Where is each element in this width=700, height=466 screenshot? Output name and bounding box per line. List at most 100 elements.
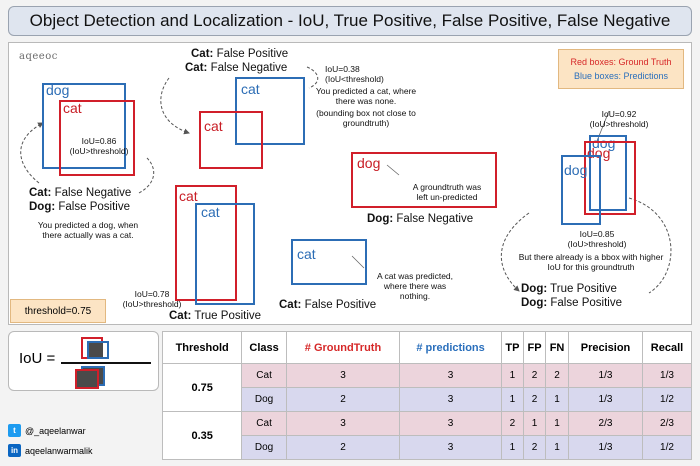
- tp-cell: 1: [500, 387, 524, 412]
- threshold-cell: 0.35: [161, 411, 243, 460]
- pred-cell: 3: [399, 363, 502, 388]
- class-cell: Dog: [241, 435, 287, 460]
- gt-cell: 3: [285, 411, 401, 436]
- s4-pred-box-dog-2: [561, 155, 601, 225]
- s5-pred-label-cat: cat: [201, 204, 220, 220]
- table-row: Dog 2 3 1 2 1 1/3 1/2: [163, 435, 692, 460]
- s4-iou-bot: IoU=0.85: [579, 229, 615, 239]
- col-threshold: Threshold: [161, 331, 243, 364]
- linkedin-text: aqeelanwarmalik: [25, 445, 93, 456]
- precision-cell: 2/3: [567, 411, 644, 436]
- s5-gt-label-cat: cat: [179, 188, 198, 204]
- col-predictions: # predictions: [399, 331, 502, 364]
- s4-caption-1: Dog: True Positive: [521, 283, 617, 295]
- recall-cell: 1/2: [642, 387, 692, 412]
- recall-cell: 1/2: [642, 435, 692, 460]
- twitter-text: @_aqeelanwar: [25, 425, 86, 436]
- detection-diagram: aqeeoc Red boxes: Ground Truth Blue boxe…: [8, 42, 692, 325]
- class-cell: Cat: [241, 411, 287, 436]
- s4-pred-label-dog-2: dog: [564, 162, 588, 178]
- s3-caption: Dog: False Negative: [367, 213, 474, 225]
- s6-caption: Cat: False Positive: [279, 299, 377, 311]
- tp-cell: 1: [500, 435, 524, 460]
- arrow-scenario1b: [138, 157, 155, 194]
- s4-note-1: But there already is a bbox with higher: [518, 252, 664, 262]
- s4-gt-box-dog: [584, 141, 636, 215]
- twitter-handle[interactable]: t @_aqeelanwar: [8, 424, 86, 437]
- fn-cell: 2: [545, 363, 569, 388]
- s1-cond: (IoU>threshold): [69, 146, 129, 156]
- s1-gt-box-cat: [59, 100, 135, 176]
- table-header-row: Threshold Class # GroundTruth # predicti…: [161, 331, 692, 364]
- gt-cell: 3: [285, 363, 401, 388]
- col-recall: Recall: [642, 331, 692, 364]
- s6-pred-box-cat: [291, 239, 367, 285]
- table-row: 0.75 Cat 3 3 1 2 2 1/3 1/3: [161, 363, 692, 412]
- s1-pred-label-dog: dog: [46, 82, 70, 98]
- s6-note-2: where there was: [383, 281, 447, 291]
- s1-caption-dog: Dog: False Positive: [29, 201, 130, 213]
- s5-gt-box-cat: [175, 185, 237, 301]
- s6-note-1: A cat was predicted,: [376, 271, 454, 281]
- s2-gt-label-cat: cat: [204, 118, 223, 134]
- fn-cell: 1: [545, 411, 569, 436]
- s1-caption-cat: Cat: False Negative: [29, 187, 132, 199]
- col-tp: TP: [500, 331, 524, 364]
- s5-iou: IoU=0.78: [134, 289, 170, 299]
- s6-note-3: nothing.: [399, 291, 431, 301]
- s2-caption-1: Cat: False Positive: [191, 48, 289, 60]
- arrow-scenario2: [160, 77, 190, 135]
- col-fp: FP: [522, 331, 547, 364]
- s3-gt-label-dog: dog: [357, 155, 381, 171]
- gt-cell: 2: [285, 435, 401, 460]
- pred-cell: 3: [399, 387, 502, 412]
- s3-note-2: left un-predicted: [416, 192, 478, 202]
- legend-predictions: Blue boxes: Predictions: [573, 71, 669, 81]
- s2-pred-label-cat: cat: [241, 81, 260, 97]
- fraction-line: [61, 362, 151, 364]
- precision-cell: 1/3: [567, 435, 644, 460]
- col-class: Class: [241, 331, 287, 364]
- pred-cell: 3: [399, 411, 502, 436]
- fp-cell: 2: [522, 387, 547, 412]
- linkedin-handle[interactable]: in aqeelanwarmalik: [8, 444, 93, 457]
- col-precision: Precision: [567, 331, 644, 364]
- s2-note-1: You predicted a cat, where: [315, 86, 417, 96]
- recall-cell: 2/3: [642, 411, 692, 436]
- s2-note-4: groundtruth): [342, 118, 390, 128]
- tp-cell: 1: [500, 363, 524, 388]
- logo: aqeeoc: [19, 51, 58, 62]
- precision-cell: 1/3: [567, 363, 644, 388]
- s2-note-3: (bounding box not close to: [316, 108, 416, 118]
- table-row: Dog 2 3 1 2 1 1/3 1/2: [163, 387, 692, 412]
- pred-cell: 3: [399, 435, 502, 460]
- s1-note-1: You predicted a dog, when: [37, 220, 139, 230]
- linkedin-icon: in: [8, 444, 21, 457]
- fp-cell: 2: [522, 435, 547, 460]
- iou-formula: IoU =: [8, 331, 159, 391]
- s1-gt-label-cat: cat: [63, 100, 82, 116]
- s4-caption-2: Dog: False Positive: [521, 297, 622, 309]
- intersection-fill: [89, 343, 103, 357]
- s4-cond-top: (IoU>threshold): [589, 119, 649, 129]
- union-gt-square: [75, 369, 99, 389]
- tp-cell: 2: [500, 411, 524, 436]
- recall-cell: 1/3: [642, 363, 692, 388]
- s1-note-2: there actually was a cat.: [42, 230, 134, 240]
- s5-pred-box-cat: [195, 203, 255, 305]
- fp-cell: 2: [522, 363, 547, 388]
- gt-cell: 2: [285, 387, 401, 412]
- s3-note-1: A groundtruth was: [412, 182, 482, 192]
- fn-cell: 1: [545, 435, 569, 460]
- threshold-cell: 0.75: [161, 363, 243, 412]
- s1-iou: IoU=0.86: [81, 136, 117, 146]
- results-table: Threshold Class # GroundTruth # predicti…: [161, 331, 692, 460]
- arrow-scenario2b: [306, 66, 319, 89]
- table-row: 0.35 Cat 3 3 2 1 1 2/3 2/3: [161, 411, 692, 460]
- s2-iou: IoU=0.38: [325, 64, 360, 74]
- col-fn: FN: [545, 331, 569, 364]
- s4-iou-top: IoU=0.92: [601, 109, 637, 119]
- fp-cell: 1: [522, 411, 547, 436]
- s5-cond: (IoU>threshold): [122, 299, 182, 309]
- fn-cell: 1: [545, 387, 569, 412]
